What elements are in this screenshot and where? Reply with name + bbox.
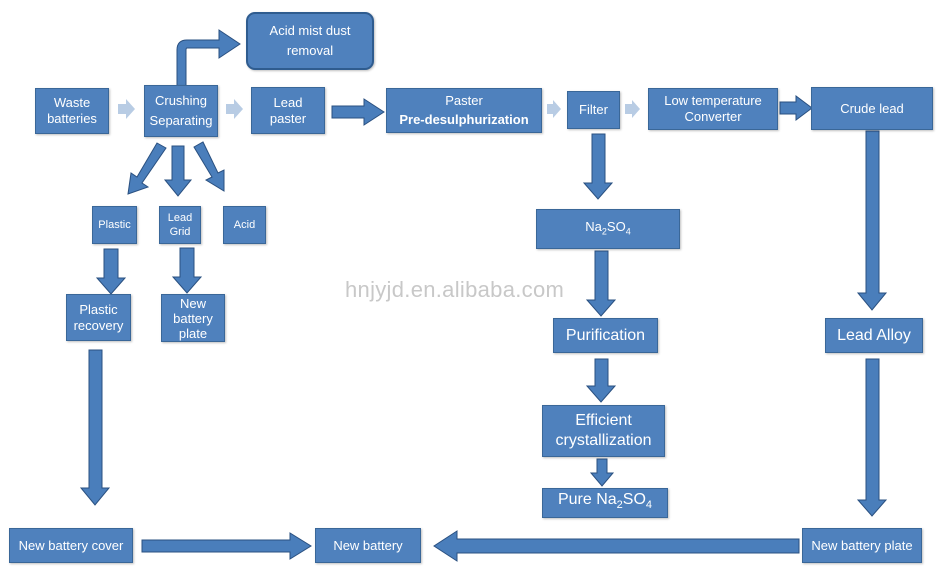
node-low-temperature-converter[interactable]: Low temperature Converter — [648, 88, 778, 130]
plastic-recovery-label: Plastic recovery — [73, 301, 124, 333]
paster-label: Paster — [445, 93, 483, 108]
separating-label: Separating — [149, 113, 213, 128]
node-lead-paster[interactable]: Lead paster — [251, 87, 325, 134]
efficient-crystallization-label: Efficient crystallization — [555, 412, 652, 449]
arrow-leadgrid-to-plate — [171, 247, 203, 294]
dark-arrows — [79, 29, 888, 562]
light-arrow-3 — [547, 100, 561, 118]
node-new-battery[interactable]: New battery — [315, 528, 421, 563]
arrow-purification-to-crystallization — [585, 358, 617, 403]
arrow-crushing-to-acid — [193, 141, 225, 192]
watermark: hnjyjd.en.alibaba.com — [345, 277, 565, 302]
lead-alloy-label: Lead Alloy — [837, 326, 911, 344]
node-plastic-recovery[interactable]: Plastic recovery — [66, 294, 131, 341]
arrow-crushing-to-plastic — [127, 142, 167, 195]
arrow-lead-paster-to-paster — [331, 98, 385, 126]
waste-batteries-label: Waste batteries — [47, 95, 97, 126]
purification-label: Purification — [565, 326, 646, 344]
pre-desulphurization-label: Pre-desulphurization — [399, 112, 529, 127]
arrow-alloy-to-plate — [856, 358, 888, 517]
arrow-cover-to-battery — [141, 532, 312, 560]
lead-paster-label: Lead paster — [269, 94, 307, 126]
node-plastic[interactable]: Plastic — [92, 206, 137, 244]
arrow-plastic-to-recovery — [95, 248, 127, 295]
node-filter[interactable]: Filter — [567, 91, 620, 129]
node-efficient-crystallization[interactable]: Efficient crystallization — [542, 405, 665, 457]
node-new-battery-plate[interactable]: New battery plate — [802, 528, 922, 563]
new-battery-plate-label: New battery plate — [811, 537, 913, 553]
arrow-crude-lead-to-alloy — [856, 130, 888, 311]
arrow-low-temp-to-crude-lead — [779, 95, 813, 121]
node-acid-mist-dust-removal[interactable]: Acid mist dust removal — [246, 12, 374, 70]
arrow-na2so4-to-purification — [585, 250, 617, 317]
new-battery-label: New battery — [333, 537, 403, 553]
arrow-crushing-to-lead-grid — [163, 145, 193, 197]
arrow-plate-to-battery — [433, 530, 800, 562]
arrow-crushing-to-acid-mist — [176, 29, 241, 87]
node-lead-alloy[interactable]: Lead Alloy — [825, 318, 923, 353]
arrow-filter-to-na2so4 — [582, 133, 614, 200]
node-na2so4[interactable]: Na2SO4 — [536, 209, 680, 249]
node-lead-grid[interactable]: Lead Grid — [159, 206, 201, 244]
lead-grid-label: Lead Grid — [167, 212, 193, 238]
acid-label: Acid — [233, 219, 256, 231]
arrow-crystallization-to-pure — [589, 458, 615, 487]
acid-mist-label: Acid mist dust removal — [269, 23, 351, 58]
pure-na2so4-label: Pure Na2SO4 — [557, 491, 653, 512]
node-crude-lead[interactable]: Crude lead — [811, 87, 933, 130]
node-acid[interactable]: Acid — [223, 206, 266, 244]
node-pure-na2so4[interactable]: Pure Na2SO4 — [542, 488, 668, 518]
low-temperature-label: Low temperature Converter — [664, 93, 762, 124]
crude-lead-label: Crude lead — [840, 100, 904, 116]
node-new-battery-cover[interactable]: New battery cover — [9, 528, 133, 563]
na2so4-label: Na2SO4 — [585, 218, 631, 237]
node-paster-pre-desulphurization[interactable]: Paster Pre-desulphurization — [386, 88, 542, 133]
light-arrow-4 — [625, 100, 640, 118]
light-arrow-2 — [226, 99, 243, 119]
light-arrows — [118, 99, 640, 119]
node-waste-batteries[interactable]: Waste batteries — [35, 88, 109, 134]
plastic-label: Plastic — [98, 219, 131, 231]
arrow-recovery-to-cover — [79, 349, 111, 506]
new-battery-cover-label: New battery cover — [18, 537, 124, 553]
node-crushing-separating[interactable]: Crushing Separating — [144, 85, 218, 137]
filter-label: Filter — [579, 102, 608, 117]
crushing-label: Crushing — [154, 93, 208, 108]
node-new-battery-plate-small[interactable]: New battery plate — [161, 294, 225, 342]
light-arrow-1 — [118, 99, 135, 119]
new-battery-plate-small-label: New battery plate — [173, 295, 213, 341]
node-purification[interactable]: Purification — [553, 318, 658, 353]
